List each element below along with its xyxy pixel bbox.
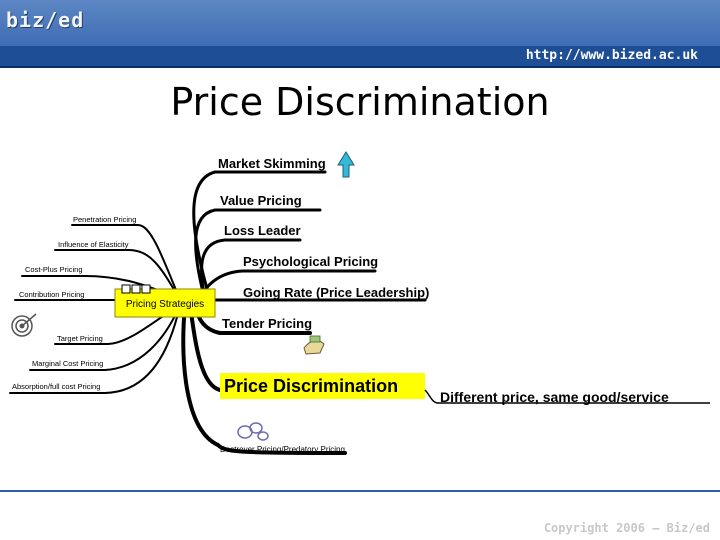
target-icon xyxy=(11,313,37,337)
label-penetration-pricing: Penetration Pricing xyxy=(73,215,136,224)
header-bar: biz/ed xyxy=(0,0,720,46)
label-market-skimming: Market Skimming xyxy=(218,156,326,171)
site-url-link[interactable]: http://www.bized.ac.uk xyxy=(525,48,698,63)
label-cost-plus-pricing: Cost-Plus Pricing xyxy=(25,265,83,274)
label-influence-of-elasticity: Influence of Elasticity xyxy=(58,240,129,249)
label-psychological-pricing: Psychological Pricing xyxy=(243,254,378,269)
branch-penetration-pricing xyxy=(71,224,181,301)
price-discrimination-highlight xyxy=(220,373,425,399)
hand-money-icon xyxy=(303,335,325,355)
branch-market-skimming xyxy=(192,170,327,302)
branch-destroyer-pricing xyxy=(181,303,347,455)
label-loss-leader: Loss Leader xyxy=(224,223,301,238)
label-value-pricing: Value Pricing xyxy=(220,193,302,208)
label-price-discrimination: Price Discrimination xyxy=(224,376,398,396)
label-destroyer-pricing: Destroyer Pricing/Predatory Pricing xyxy=(220,445,345,454)
footer-divider xyxy=(0,490,720,492)
label-contribution-pricing: Contribution Pricing xyxy=(19,290,84,299)
label-tender-pricing: Tender Pricing xyxy=(222,316,312,331)
label-absorption-pricing: Absorption/full cost Pricing xyxy=(12,382,100,391)
pricing-strategies-mind-map: Pricing Strategies Market Skimming Value… xyxy=(9,151,710,455)
up-arrow-icon xyxy=(337,151,355,178)
center-node-icon-c xyxy=(141,284,151,294)
coins-icon xyxy=(237,422,269,441)
url-bar: http://www.bized.ac.uk xyxy=(0,46,720,68)
price-discrimination-note: Different price, same good/service xyxy=(440,389,669,405)
copyright-text: Copyright 2006 – Biz/ed xyxy=(543,521,710,535)
label-target-pricing: Target Pricing xyxy=(57,334,103,343)
center-node-icon-a xyxy=(121,284,131,294)
note-connector xyxy=(424,389,710,404)
branch-loss-leader xyxy=(200,238,302,302)
center-node xyxy=(114,288,216,318)
slide-title: Price Discrimination xyxy=(170,80,550,124)
branch-price-discrimination xyxy=(188,303,222,392)
label-going-rate: Going Rate (Price Leadership) xyxy=(243,285,429,300)
bized-logo[interactable]: biz/ed xyxy=(6,8,85,32)
branch-absorption-pricing xyxy=(9,304,181,394)
label-marginal-cost-pricing: Marginal Cost Pricing xyxy=(32,359,103,368)
center-node-icon-b xyxy=(131,284,141,294)
center-node-label: Pricing Strategies xyxy=(126,299,204,310)
